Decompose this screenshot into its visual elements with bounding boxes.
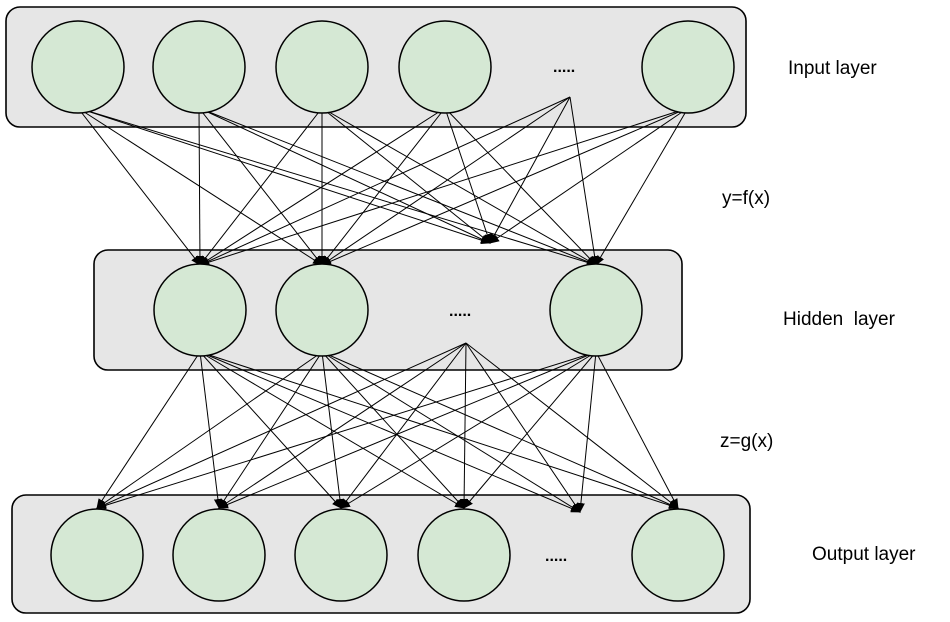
hidden-to-output-arrow bbox=[96, 342, 467, 509]
input-to-hidden-arrow bbox=[321, 96, 571, 266]
hidden-layer-box bbox=[93, 249, 683, 371]
input-to-hidden-arrow bbox=[321, 107, 689, 266]
hidden-to-output-arrow bbox=[321, 351, 581, 513]
input-node bbox=[31, 20, 125, 114]
output-node bbox=[294, 508, 388, 602]
output-node bbox=[417, 508, 511, 602]
output-layer-label: Output layer bbox=[812, 544, 916, 565]
input-to-hidden-arrow bbox=[489, 96, 571, 244]
hidden-to-output-arrow bbox=[96, 351, 323, 509]
input-node bbox=[152, 20, 246, 114]
input-node bbox=[641, 20, 735, 114]
hidden-to-output-arrow bbox=[96, 351, 201, 509]
input-node bbox=[398, 20, 492, 114]
input-to-hidden-arrow bbox=[195, 107, 204, 266]
hidden-to-output-arrow bbox=[199, 351, 581, 513]
hidden-to-output-arrow bbox=[96, 351, 597, 510]
hidden-layer-label: Hidden layer bbox=[783, 309, 896, 330]
input-to-hidden-arrow bbox=[569, 96, 599, 266]
hidden-layer-ellipsis: ..... bbox=[449, 303, 471, 320]
input-to-hidden-arrow bbox=[199, 107, 689, 267]
hidden-node bbox=[275, 263, 369, 357]
hidden-to-output-arrow bbox=[576, 351, 597, 513]
hidden-to-output-arrow bbox=[321, 351, 465, 509]
output-node bbox=[172, 508, 266, 602]
hidden-to-output-arrow bbox=[340, 351, 597, 509]
input-node bbox=[275, 20, 369, 114]
hidden-to-output-function-label: z=g(x) bbox=[720, 431, 773, 452]
hidden-to-output-arrow bbox=[463, 351, 597, 509]
hidden-to-output-arrow bbox=[460, 342, 469, 509]
input-to-hidden-arrow bbox=[77, 107, 597, 267]
input-to-hidden-function-label: y=f(x) bbox=[722, 188, 770, 209]
input-to-hidden-arrow bbox=[198, 107, 491, 244]
input-to-hidden-arrow bbox=[77, 107, 201, 266]
hidden-to-output-arrow bbox=[218, 351, 597, 509]
input-to-hidden-arrow bbox=[444, 107, 491, 244]
input-layer-label: Input layer bbox=[788, 58, 877, 79]
hidden-node bbox=[549, 263, 643, 357]
hidden-node bbox=[153, 263, 247, 357]
connection-arrows bbox=[77, 96, 689, 513]
input-to-hidden-arrow bbox=[199, 107, 323, 266]
input-to-hidden-arrow bbox=[321, 107, 446, 266]
input-to-hidden-arrow bbox=[199, 107, 446, 266]
input-to-hidden-arrow bbox=[489, 107, 689, 244]
hidden-to-output-arrow bbox=[340, 342, 467, 509]
hidden-to-output-arrow bbox=[321, 351, 679, 509]
input-layer-ellipsis: ..... bbox=[553, 59, 575, 76]
hidden-to-output-arrow bbox=[218, 342, 467, 509]
input-to-hidden-arrow bbox=[595, 107, 689, 266]
hidden-to-output-arrow bbox=[199, 351, 679, 510]
hidden-to-output-arrow bbox=[465, 342, 679, 509]
input-to-hidden-arrow bbox=[198, 107, 597, 266]
hidden-to-output-arrow bbox=[595, 351, 679, 509]
output-layer-ellipsis: ..... bbox=[545, 548, 567, 565]
hidden-to-output-arrow bbox=[321, 351, 344, 509]
input-to-hidden-arrow bbox=[199, 96, 571, 266]
input-to-hidden-arrow bbox=[321, 107, 491, 244]
output-node bbox=[631, 508, 725, 602]
input-to-hidden-arrow bbox=[77, 107, 491, 244]
output-node bbox=[50, 508, 144, 602]
input-to-hidden-arrow bbox=[321, 107, 597, 266]
hidden-to-output-arrow bbox=[465, 342, 581, 513]
